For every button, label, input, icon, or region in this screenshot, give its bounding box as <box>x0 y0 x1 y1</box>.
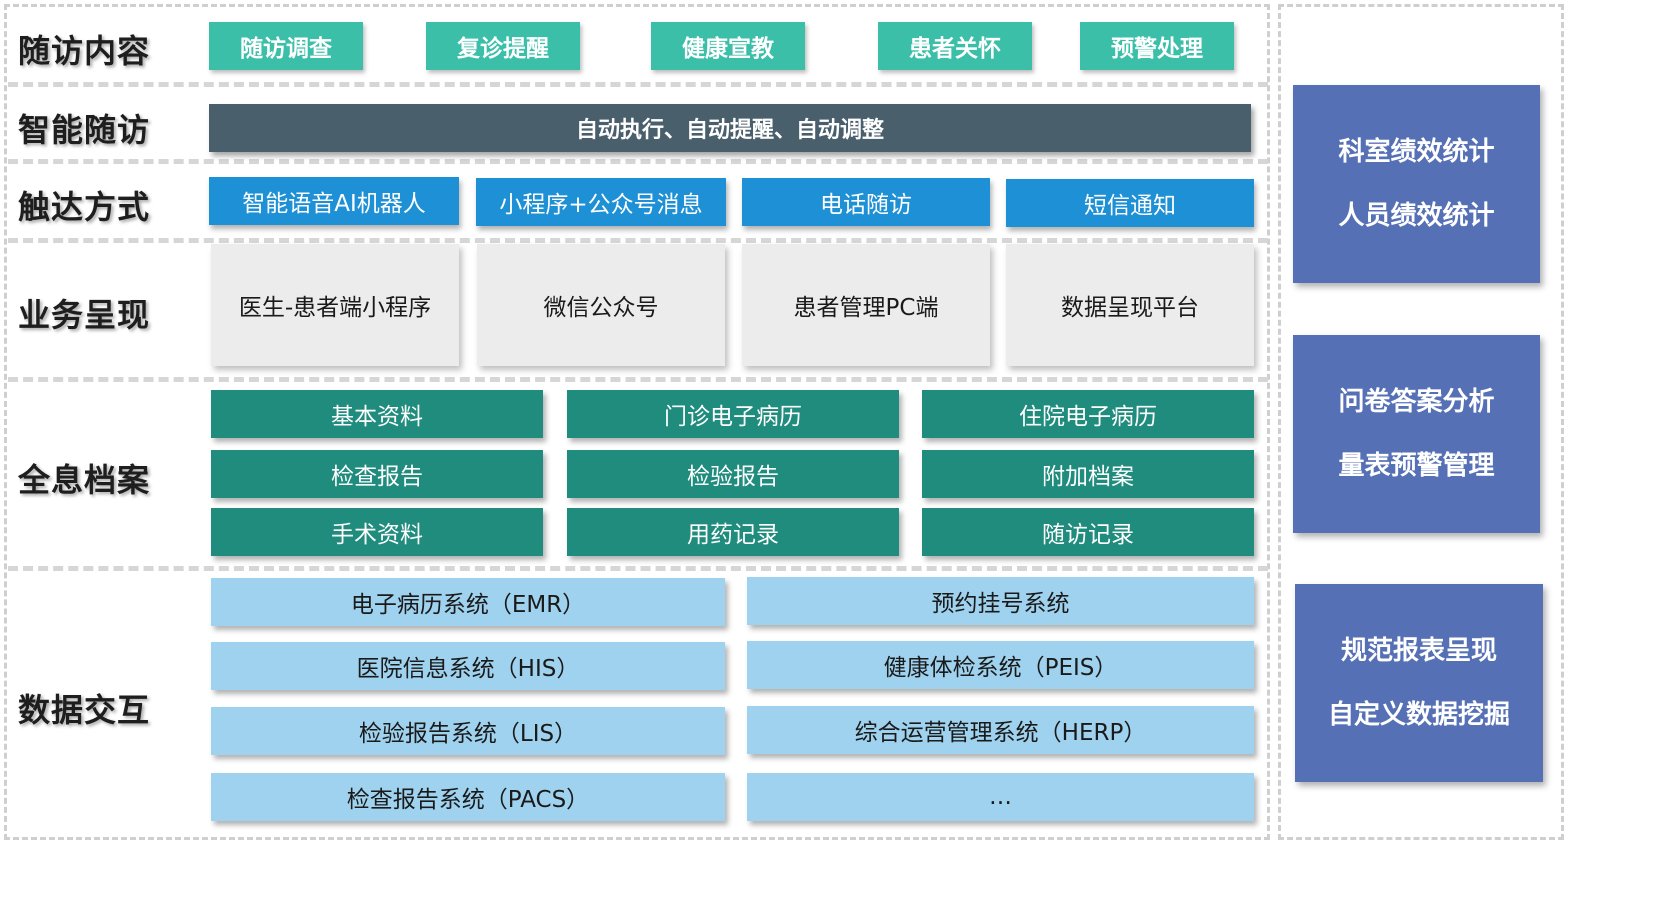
archive-item[interactable]: 用药记录 <box>567 508 899 556</box>
system-item[interactable]: 检查报告系统（PACS） <box>211 773 725 821</box>
system-item[interactable]: 健康体检系统（PEIS） <box>747 641 1254 689</box>
row-label-data-exchange: 数据交互 <box>18 691 151 729</box>
archive-item[interactable]: 手术资料 <box>211 508 543 556</box>
follow-content-item[interactable]: 患者关怀 <box>878 22 1032 70</box>
side-box-reports[interactable]: 规范报表呈现 自定义数据挖掘 <box>1295 584 1543 782</box>
follow-content-item[interactable]: 预警处理 <box>1080 22 1234 70</box>
side-box-performance[interactable]: 科室绩效统计 人员绩效统计 <box>1293 85 1540 283</box>
row-separator <box>8 159 1268 164</box>
row-label-follow-content: 随访内容 <box>18 32 151 70</box>
system-item[interactable]: 综合运营管理系统（HERP） <box>747 706 1254 754</box>
row-label-reach: 触达方式 <box>18 188 151 226</box>
reach-method[interactable]: 智能语音AI机器人 <box>209 177 459 225</box>
side-item: 科室绩效统计 <box>1338 137 1495 167</box>
main-panel <box>4 4 1270 840</box>
row-separator <box>8 566 1268 571</box>
archive-item[interactable]: 住院电子病历 <box>922 390 1254 438</box>
archive-item[interactable]: 检查报告 <box>211 450 543 498</box>
row-label-smart-follow: 智能随访 <box>18 111 151 149</box>
archive-item[interactable]: 门诊电子病历 <box>567 390 899 438</box>
follow-content-item[interactable]: 随访调查 <box>209 22 363 70</box>
presentation-card[interactable]: 医生-患者端小程序 <box>211 244 459 366</box>
system-item[interactable]: 检验报告系统（LIS） <box>211 707 725 755</box>
side-item: 人员绩效统计 <box>1338 201 1495 231</box>
row-separator <box>8 377 1268 382</box>
system-item-more[interactable]: … <box>747 773 1254 821</box>
archive-item[interactable]: 附加档案 <box>922 450 1254 498</box>
archive-item[interactable]: 检验报告 <box>567 450 899 498</box>
row-label-archive: 全息档案 <box>18 461 151 499</box>
side-item: 量表预警管理 <box>1338 451 1495 481</box>
system-item[interactable]: 预约挂号系统 <box>747 577 1254 625</box>
follow-content-item[interactable]: 复诊提醒 <box>426 22 580 70</box>
presentation-card[interactable]: 微信公众号 <box>477 244 725 366</box>
reach-method[interactable]: 电话随访 <box>742 178 990 226</box>
side-box-questionnaire[interactable]: 问卷答案分析 量表预警管理 <box>1293 335 1540 533</box>
archive-item[interactable]: 基本资料 <box>211 390 543 438</box>
system-item[interactable]: 医院信息系统（HIS） <box>211 642 725 690</box>
row-label-presentation: 业务呈现 <box>18 296 151 334</box>
reach-method[interactable]: 小程序+公众号消息 <box>476 178 726 226</box>
system-item[interactable]: 电子病历系统（EMR） <box>211 578 725 626</box>
side-item: 规范报表呈现 <box>1340 636 1497 666</box>
reach-method[interactable]: 短信通知 <box>1006 179 1254 227</box>
row-separator <box>8 238 1268 243</box>
side-item: 自定义数据挖掘 <box>1327 700 1510 730</box>
follow-content-item[interactable]: 健康宣教 <box>651 22 805 70</box>
side-panel <box>1278 4 1564 840</box>
presentation-card[interactable]: 数据呈现平台 <box>1006 244 1254 366</box>
side-item: 问卷答案分析 <box>1338 387 1495 417</box>
archive-item[interactable]: 随访记录 <box>922 508 1254 556</box>
row-separator <box>8 82 1268 87</box>
presentation-card[interactable]: 患者管理PC端 <box>742 244 990 366</box>
automation-bar: 自动执行、自动提醒、自动调整 <box>209 104 1251 152</box>
